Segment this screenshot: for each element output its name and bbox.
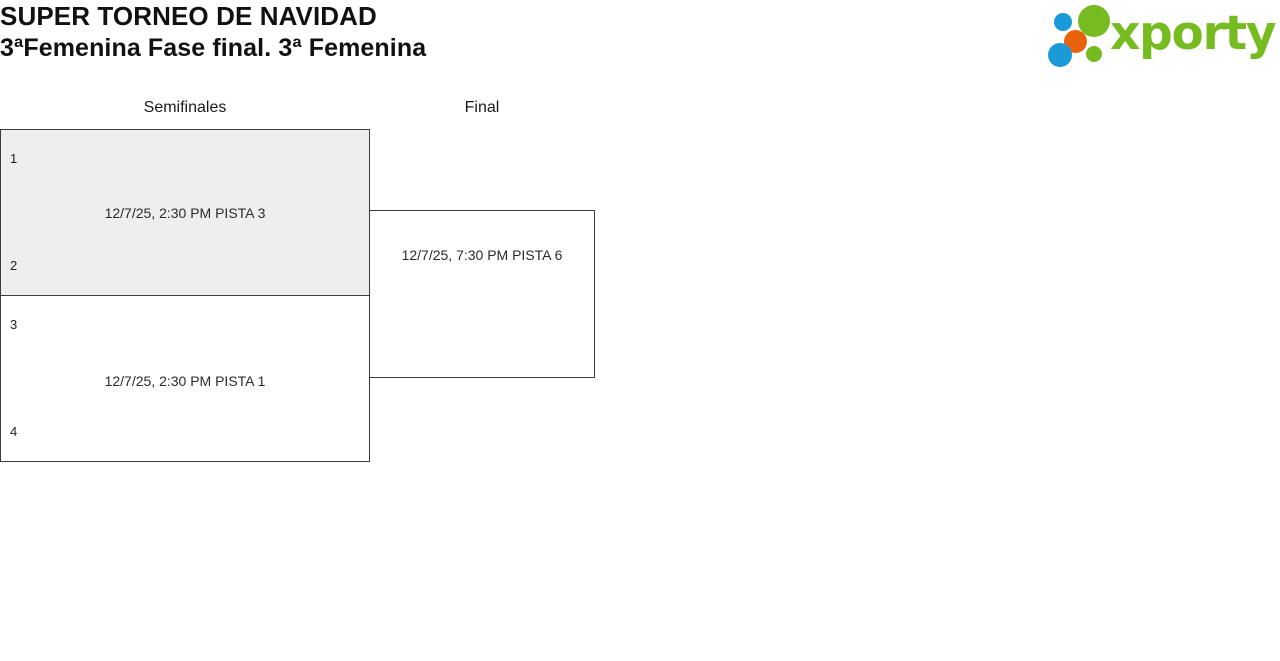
round-header-semifinales: Semifinales [143,99,227,116]
tournament-title-block: SUPER TORNEO DE NAVIDAD 3ªFemenina Fase … [0,1,426,64]
logo-dot-blue-medium [1054,13,1072,31]
match-seed-top: 3 [10,317,18,332]
logo-dot-green-large [1078,5,1110,37]
page-header: SUPER TORNEO DE NAVIDAD 3ªFemenina Fase … [0,0,1280,90]
round-header-final: Final [464,99,500,116]
match-seed-top: 1 [10,151,18,166]
match-seed-bottom: 4 [10,424,18,439]
match-card-semifinal-2[interactable]: 3 12/7/25, 2:30 PM PISTA 1 4 [0,295,370,462]
match-card-semifinal-1[interactable]: 1 12/7/25, 2:30 PM PISTA 3 2 [0,129,370,296]
logo-dot-green-small [1086,46,1102,62]
match-card-final[interactable]: 12/7/25, 7:30 PM PISTA 6 [369,210,595,378]
logo-dots-icon [1048,3,1110,67]
match-schedule-info: 12/7/25, 7:30 PM PISTA 6 [401,247,563,263]
match-schedule-info: 12/7/25, 2:30 PM PISTA 3 [104,205,266,221]
tournament-name: SUPER TORNEO DE NAVIDAD [0,1,377,31]
xporty-logo[interactable]: xporty [1048,3,1277,69]
match-schedule-info: 12/7/25, 2:30 PM PISTA 1 [104,373,266,389]
logo-dot-blue-large [1048,43,1072,67]
logo-wordmark: xporty [1110,6,1277,61]
tournament-category: 3ªFemenina Fase final. 3ª Femenina [0,34,427,62]
match-seed-bottom: 2 [10,258,18,273]
